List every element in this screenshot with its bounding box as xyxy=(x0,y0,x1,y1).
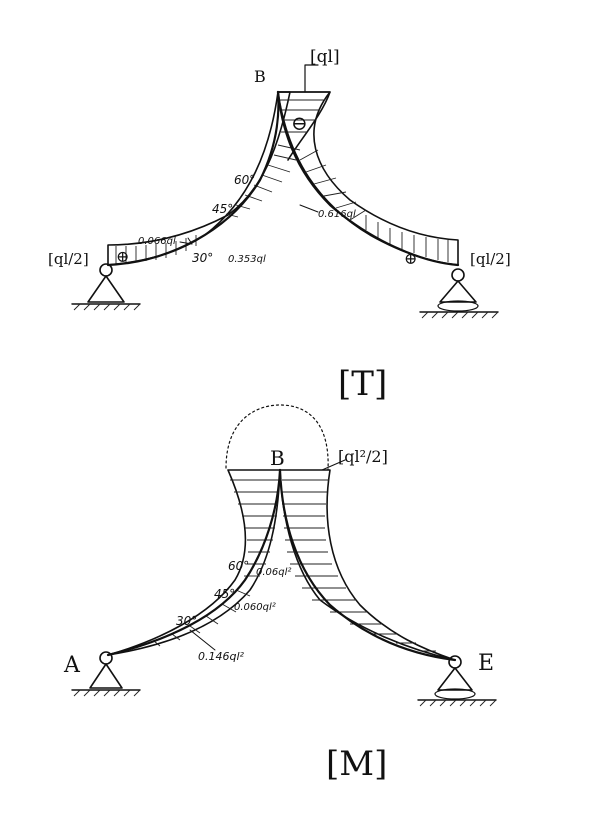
shear-angle-60: 60° xyxy=(234,173,255,187)
shear-angle-30: 30° xyxy=(192,251,213,265)
moment-diagram: B A E [ql²/2] 60° 45° 30° 0.06ql² 0.060q… xyxy=(63,404,497,784)
moment-title: [M] xyxy=(326,744,387,784)
shear-value-616: 0.616ql xyxy=(318,209,356,220)
shear-066-leader xyxy=(179,237,193,245)
moment-left-support xyxy=(71,651,141,697)
shear-sign-right: ⊕ xyxy=(404,249,417,268)
moment-right-support xyxy=(417,655,497,707)
moment-top-value: [ql²/2] xyxy=(338,447,388,466)
moment-top-leader xyxy=(321,459,346,471)
shear-right-support xyxy=(419,268,499,319)
shear-diagram: B [ql] [ql/2] [ql/2] 60° 45° 30° 0.066ql… xyxy=(48,47,511,404)
shear-right-value: [ql/2] xyxy=(470,250,511,268)
shear-title: [T] xyxy=(338,364,387,404)
shear-left-value: [ql/2] xyxy=(48,250,89,268)
moment-value-060-lower: 0.060ql² xyxy=(234,602,276,613)
shear-value-066: 0.066ql xyxy=(138,236,176,247)
moment-node-a: A xyxy=(63,653,81,678)
moment-value-060-upper: 0.06ql² xyxy=(256,567,291,578)
moment-146-leader xyxy=(189,629,216,651)
moment-hatching xyxy=(153,479,436,652)
moment-angle-60: 60° xyxy=(228,559,249,573)
shear-sign-top: ⊖ xyxy=(291,111,308,135)
moment-angle-45: 45° xyxy=(214,587,235,601)
moment-dotted-arc xyxy=(225,404,329,471)
moment-node-b: B xyxy=(270,446,285,470)
shear-value-353: 0.353ql xyxy=(228,254,266,265)
shear-arch-axis-right xyxy=(276,90,460,267)
shear-angle-45: 45° xyxy=(212,202,233,216)
shear-616-leader xyxy=(299,204,319,213)
moment-node-e: E xyxy=(478,651,494,676)
moment-arch-axis-right xyxy=(278,468,457,662)
moment-angle-30: 30° xyxy=(176,614,197,628)
shear-left-support xyxy=(71,263,141,311)
moment-arch-axis xyxy=(106,468,282,657)
moment-value-146: 0.146ql² xyxy=(198,650,245,663)
shear-sign-left: ⊕ xyxy=(116,247,129,266)
shear-top-value: [ql] xyxy=(310,47,340,67)
shear-arch-axis xyxy=(106,90,280,267)
shear-top-block xyxy=(277,91,331,161)
shear-node-b: B xyxy=(254,67,266,86)
shear-top-leader xyxy=(304,64,319,93)
